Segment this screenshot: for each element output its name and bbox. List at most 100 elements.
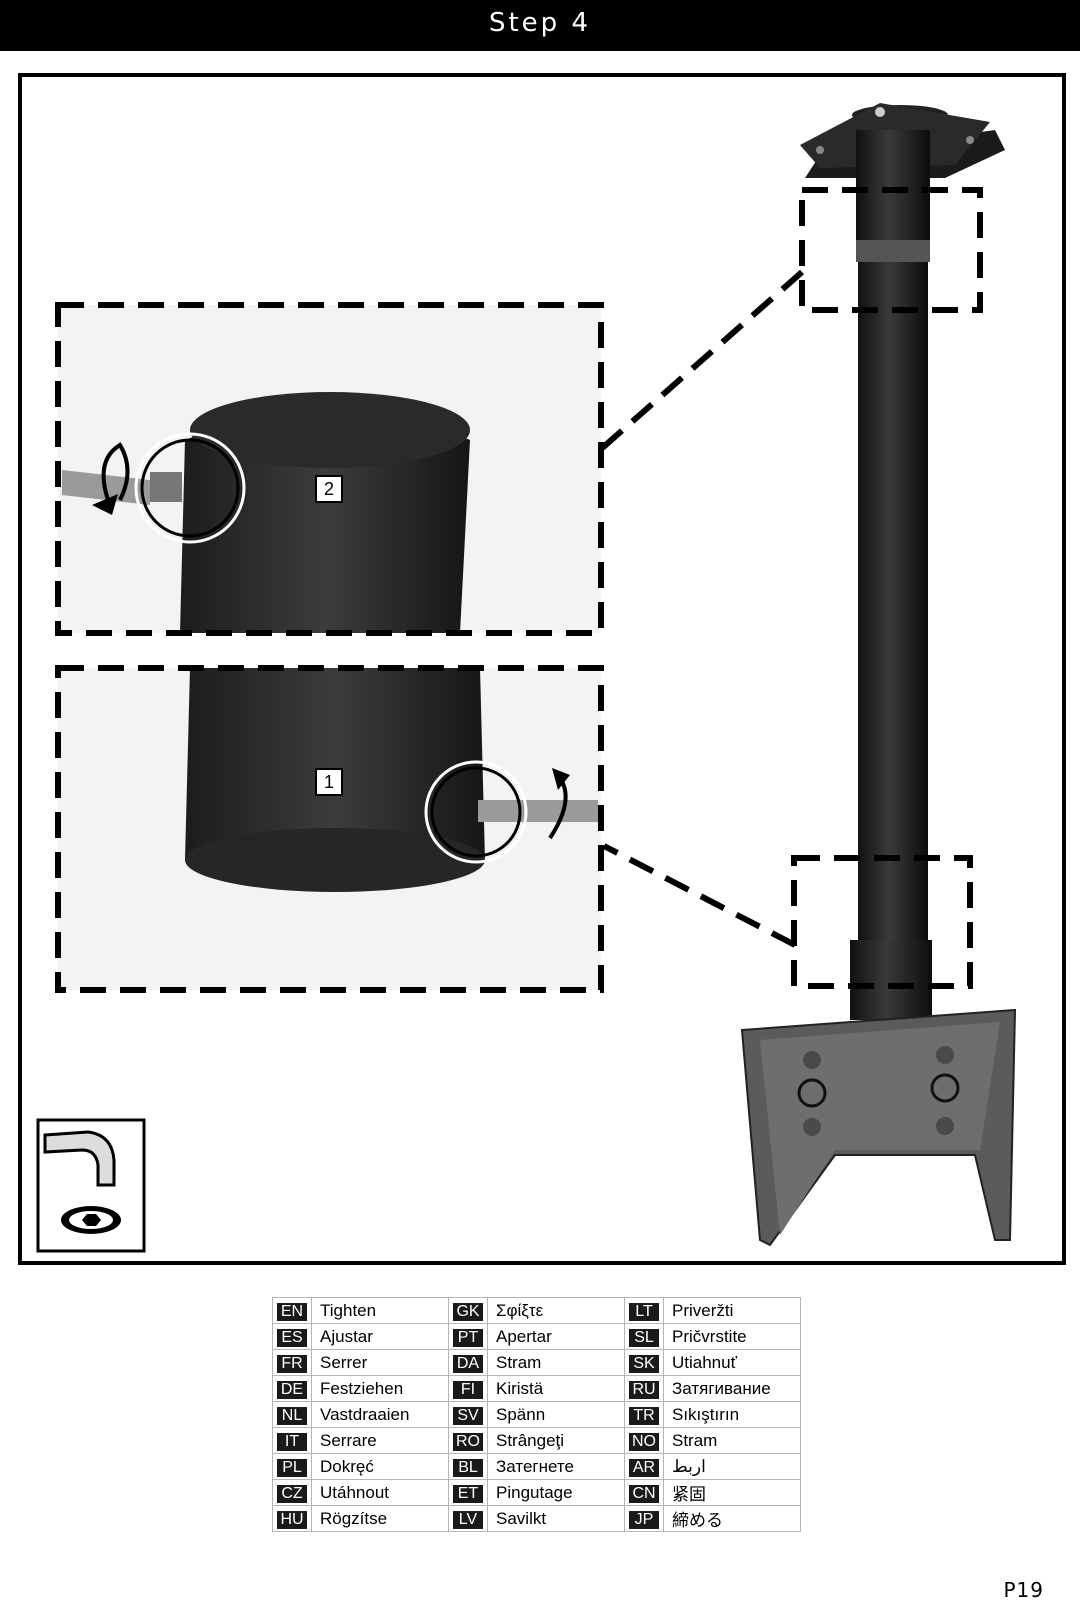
translated-word: Stram [487,1349,625,1376]
language-code: FI [453,1380,483,1399]
language-code: NL [277,1406,307,1425]
language-code: AR [629,1458,659,1477]
translated-word: Priveržti [663,1297,801,1324]
translated-word: Serrer [311,1349,449,1376]
translated-word: Vastdraaien [311,1401,449,1428]
translated-word: Pingutage [487,1479,625,1506]
language-code: PL [277,1458,307,1477]
language-code-cell: SV [448,1401,488,1428]
translated-word: Strângeţi [487,1427,625,1454]
inset-step-2 [55,302,604,636]
language-code-cell: PL [272,1453,312,1480]
lower-collar [850,940,932,1020]
pole-tube [858,262,928,1020]
language-code: SV [453,1406,483,1425]
language-code-cell: FR [272,1349,312,1376]
language-code-cell: SK [624,1349,664,1376]
language-code: HU [277,1510,307,1529]
translated-word: Dokręć [311,1453,449,1480]
language-code-cell: LV [448,1505,488,1532]
language-code-cell: GK [448,1297,488,1324]
language-code-cell: BL [448,1453,488,1480]
collar-band [856,240,930,262]
tv-bracket [740,1008,1017,1247]
language-code-cell: ES [272,1323,312,1350]
language-code-cell: NL [272,1401,312,1428]
translated-word: Kiristä [487,1375,625,1402]
callout-box-2: 2 [315,475,343,503]
translated-word: Sıkıştırın [663,1401,801,1428]
translated-word: Utiahnuť [663,1349,801,1376]
language-code-cell: LT [624,1297,664,1324]
upper-leader-line [598,269,804,453]
language-code-cell: JP [624,1505,664,1532]
language-code: SK [629,1354,659,1373]
language-code: CN [629,1484,659,1503]
language-code-cell: IT [272,1427,312,1454]
language-code-cell: NO [624,1427,664,1454]
translated-word: Затягивание [663,1375,801,1402]
language-code: ES [277,1328,307,1347]
language-code-cell: DE [272,1375,312,1402]
translated-word: Utáhnout [311,1479,449,1506]
translated-word: Serrare [311,1427,449,1454]
translated-word: Apertar [487,1323,625,1350]
language-code: IT [277,1432,307,1451]
upper-highlight-box [799,187,983,313]
language-code-cell: RU [624,1375,664,1402]
language-code: CZ [277,1484,307,1503]
language-code-cell: FI [448,1375,488,1402]
callout-box-1: 1 [315,768,343,796]
language-code-cell: PT [448,1323,488,1350]
lower-leader-line [602,843,797,948]
language-code: TR [629,1406,659,1425]
language-code-cell: DA [448,1349,488,1376]
language-code: BL [453,1458,483,1477]
language-code: NO [629,1432,659,1451]
hex-key-icon [36,1118,146,1253]
translated-word: Stram [663,1427,801,1454]
page-number: P19 [1003,1578,1044,1602]
language-code: JP [629,1510,659,1529]
language-code-cell: TR [624,1401,664,1428]
language-code: RO [453,1432,483,1451]
translated-word: Σφίξτε [487,1297,625,1324]
language-code: DE [277,1380,307,1399]
translated-word: Rögzítse [311,1505,449,1532]
translated-word: Spänn [487,1401,625,1428]
translated-word: Festziehen [311,1375,449,1402]
language-code: FR [277,1354,307,1373]
language-code: ET [453,1484,483,1503]
step-title: Step 4 [488,8,591,38]
translated-word: Ajustar [311,1323,449,1350]
inset-step-1 [55,665,604,993]
step-header: Step 4 [0,0,1080,51]
language-code-cell: EN [272,1297,312,1324]
translated-word: 紧固 [663,1479,801,1506]
translated-word: اربط [663,1453,801,1480]
language-code-cell: RO [448,1427,488,1454]
translated-word: Tighten [311,1297,449,1324]
lower-highlight-box [791,855,973,989]
language-code-cell: SL [624,1323,664,1350]
language-code-cell: HU [272,1505,312,1532]
language-code: PT [453,1328,483,1347]
language-code-cell: ET [448,1479,488,1506]
callout-number: 1 [323,772,334,792]
language-code: GK [453,1302,483,1321]
language-code-cell: CZ [272,1479,312,1506]
language-code: LV [453,1510,483,1529]
language-code: DA [453,1354,483,1373]
language-code: RU [629,1380,659,1399]
